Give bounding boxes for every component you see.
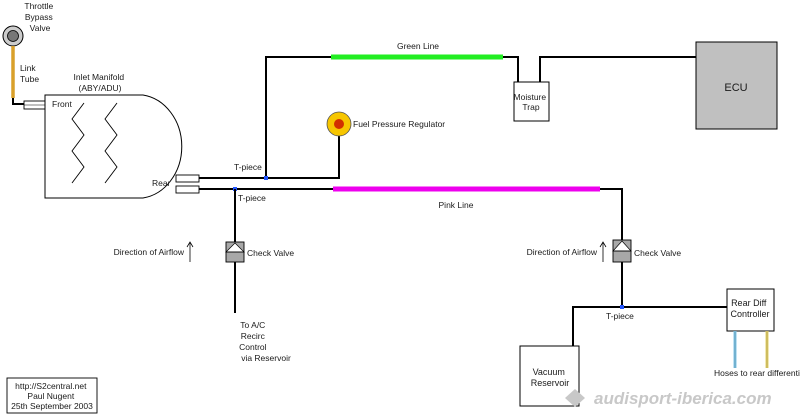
lower-hose: Pink Line T-piece bbox=[199, 186, 623, 242]
t-piece-upper-marker bbox=[264, 176, 268, 180]
check-valve-left: Direction of Airflow Check Valve To A/C … bbox=[114, 241, 294, 363]
moisture-trap: Moisture Trap bbox=[513, 81, 550, 122]
direction-of-airflow-left-label: Direction of Airflow bbox=[114, 247, 185, 257]
t-piece-upper-label: T-piece bbox=[234, 162, 262, 172]
watermark: audisport-iberica.com bbox=[565, 389, 772, 408]
upper-hose: Green Line T-piece bbox=[199, 41, 696, 180]
throttle-bypass-valve: Throttle Bypass Valve bbox=[2, 1, 55, 47]
pink-line-label: Pink Line bbox=[439, 200, 474, 210]
credits-box: http://S2central.net Paul Nugent 25th Se… bbox=[6, 377, 98, 414]
check-valve-right-label: Check Valve bbox=[634, 248, 681, 258]
vacuum-reservoir-label: Vacuum Reservoir bbox=[531, 367, 570, 388]
link-tube: Link Tube bbox=[11, 46, 39, 105]
direction-of-airflow-right-label: Direction of Airflow bbox=[527, 247, 598, 257]
rear-diff-controller-label: Rear Diff Controller bbox=[730, 298, 769, 319]
moisture-trap-label: Moisture Trap bbox=[514, 92, 549, 112]
inlet-manifold: Inlet Manifold (ABY/ADU) Front Rear bbox=[23, 72, 200, 199]
check-valve-right: Direction of Airflow Check Valve T-piece bbox=[527, 239, 727, 346]
inlet-manifold-label: Inlet Manifold (ABY/ADU) bbox=[74, 72, 127, 93]
throttle-bypass-label: Throttle Bypass Valve bbox=[24, 1, 55, 33]
t-piece-lower-label: T-piece bbox=[238, 193, 266, 203]
to-ac-label: To A/C Recirc Control via Reservoir bbox=[239, 320, 291, 363]
watermark-text: audisport-iberica.com bbox=[594, 389, 772, 408]
front-label: Front bbox=[52, 99, 72, 109]
t-piece-right-label: T-piece bbox=[606, 311, 634, 321]
ecu-label: ECU bbox=[724, 82, 747, 94]
rear-diff-controller: Rear Diff Controller Hoses to rear diffe… bbox=[714, 288, 800, 378]
green-line-label: Green Line bbox=[397, 41, 439, 51]
link-tube-label: Link Tube bbox=[20, 63, 39, 84]
ecu: ECU bbox=[695, 41, 778, 130]
rear-label: Rear bbox=[152, 178, 171, 188]
watermark-logo-icon bbox=[565, 389, 585, 407]
t-piece-right-marker bbox=[620, 305, 624, 309]
check-valve-left-label: Check Valve bbox=[247, 248, 294, 258]
fuel-pressure-regulator-label: Fuel Pressure Regulator bbox=[353, 119, 445, 129]
fuel-pressure-regulator: Fuel Pressure Regulator bbox=[326, 111, 445, 137]
credits-text: http://S2central.net Paul Nugent 25th Se… bbox=[11, 381, 93, 411]
hoses-label: Hoses to rear differential bbox=[714, 368, 800, 378]
